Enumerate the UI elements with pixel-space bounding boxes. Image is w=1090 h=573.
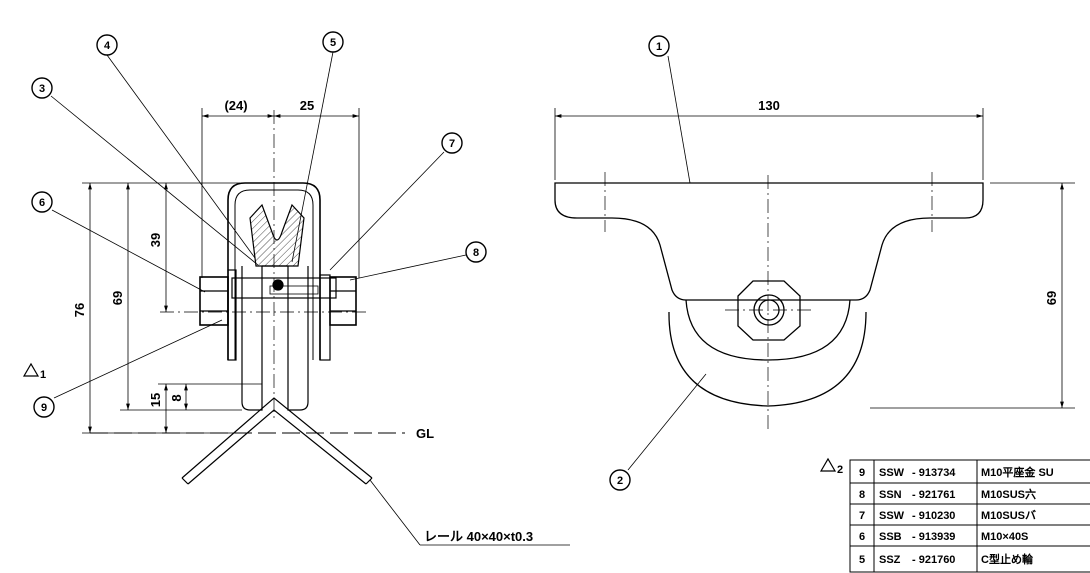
- svg-text:- 921761: - 921761: [912, 489, 955, 501]
- svg-text:M10平座金 SU: M10平座金 SU: [981, 465, 1054, 479]
- side-hex-nut: [737, 280, 801, 341]
- dim-width-right: 25: [300, 98, 314, 113]
- dim-height-39: 39: [148, 233, 163, 247]
- wheel-lower: [241, 266, 263, 411]
- table-row: 6 SSB - 913939 M10×40S: [859, 531, 1028, 543]
- svg-text:- 921760: - 921760: [912, 554, 955, 566]
- front-view: [90, 110, 405, 485]
- balloon-leaders: [50, 51, 467, 399]
- side-view: [554, 172, 984, 430]
- parts-table: 9 SSW - 913734 M10平座金 SU 8 SSN - 921761 …: [849, 459, 1090, 573]
- balloon-9: 9: [41, 402, 47, 414]
- front-dimensions: [82, 108, 360, 434]
- svg-text:- 913734: - 913734: [912, 467, 956, 479]
- dim-side-height-69: 69: [1044, 291, 1059, 305]
- svg-text:SSB: SSB: [879, 531, 902, 543]
- svg-text:8: 8: [859, 489, 865, 501]
- table-row: 7 SSW - 910230 M10SUSバ: [859, 509, 1036, 522]
- rail: [181, 397, 373, 479]
- balloon-8: 8: [473, 247, 479, 259]
- dim-height-69: 69: [110, 291, 125, 305]
- svg-text:C型止め輪: C型止め輪: [981, 552, 1034, 566]
- svg-text:1: 1: [40, 369, 46, 381]
- dim-height-15: 15: [148, 393, 163, 407]
- table-row: 9 SSW - 913734 M10平座金 SU: [859, 465, 1054, 479]
- dim-width-130: 130: [758, 98, 780, 113]
- balloon-3: 3: [39, 83, 45, 95]
- svg-text:5: 5: [859, 554, 865, 566]
- balloon-7: 7: [449, 138, 455, 150]
- balloon-4: 4: [104, 40, 111, 52]
- ground-label: GL: [416, 426, 434, 441]
- revision-mark-1: 1: [22, 362, 46, 381]
- axle: [231, 277, 337, 299]
- svg-text:- 910230: - 910230: [912, 510, 955, 522]
- right-nut: [329, 276, 357, 326]
- balloons: 4 5 3 7 6 8 9 1 2: [31, 31, 670, 491]
- svg-text:6: 6: [859, 531, 865, 543]
- svg-text:M10SUSバ: M10SUSバ: [981, 509, 1036, 522]
- rail-label: レール 40×40×t0.3: [424, 529, 533, 544]
- balloon-5: 5: [330, 37, 336, 49]
- revision-mark-2: 2: [819, 457, 843, 476]
- svg-text:SSZ: SSZ: [879, 554, 901, 566]
- left-nut: [199, 276, 229, 326]
- dim-height-76: 76: [72, 303, 87, 317]
- svg-text:M10SUS六: M10SUS六: [981, 487, 1036, 501]
- svg-text:7: 7: [859, 510, 865, 522]
- dim-width-left: (24): [224, 98, 247, 113]
- balloon-6: 6: [39, 197, 45, 209]
- side-wheel: [668, 311, 867, 407]
- wheel-section: [249, 203, 305, 267]
- mounting-plate: [554, 182, 984, 301]
- svg-text:SSW: SSW: [879, 467, 905, 479]
- svg-text:2: 2: [837, 464, 843, 476]
- svg-text:9: 9: [859, 467, 865, 479]
- balloon-1: 1: [656, 41, 662, 53]
- svg-text:- 913939: - 913939: [912, 531, 955, 543]
- balloon-2: 2: [617, 475, 623, 487]
- table-row: 5 SSZ - 921760 C型止め輪: [859, 552, 1034, 566]
- svg-text:SSN: SSN: [879, 489, 902, 501]
- table-row: 8 SSN - 921761 M10SUS六: [859, 487, 1036, 501]
- svg-text:SSW: SSW: [879, 510, 905, 522]
- dim-height-8: 8: [169, 394, 184, 401]
- svg-text:M10×40S: M10×40S: [981, 531, 1028, 543]
- side-dimensions: [554, 55, 1075, 471]
